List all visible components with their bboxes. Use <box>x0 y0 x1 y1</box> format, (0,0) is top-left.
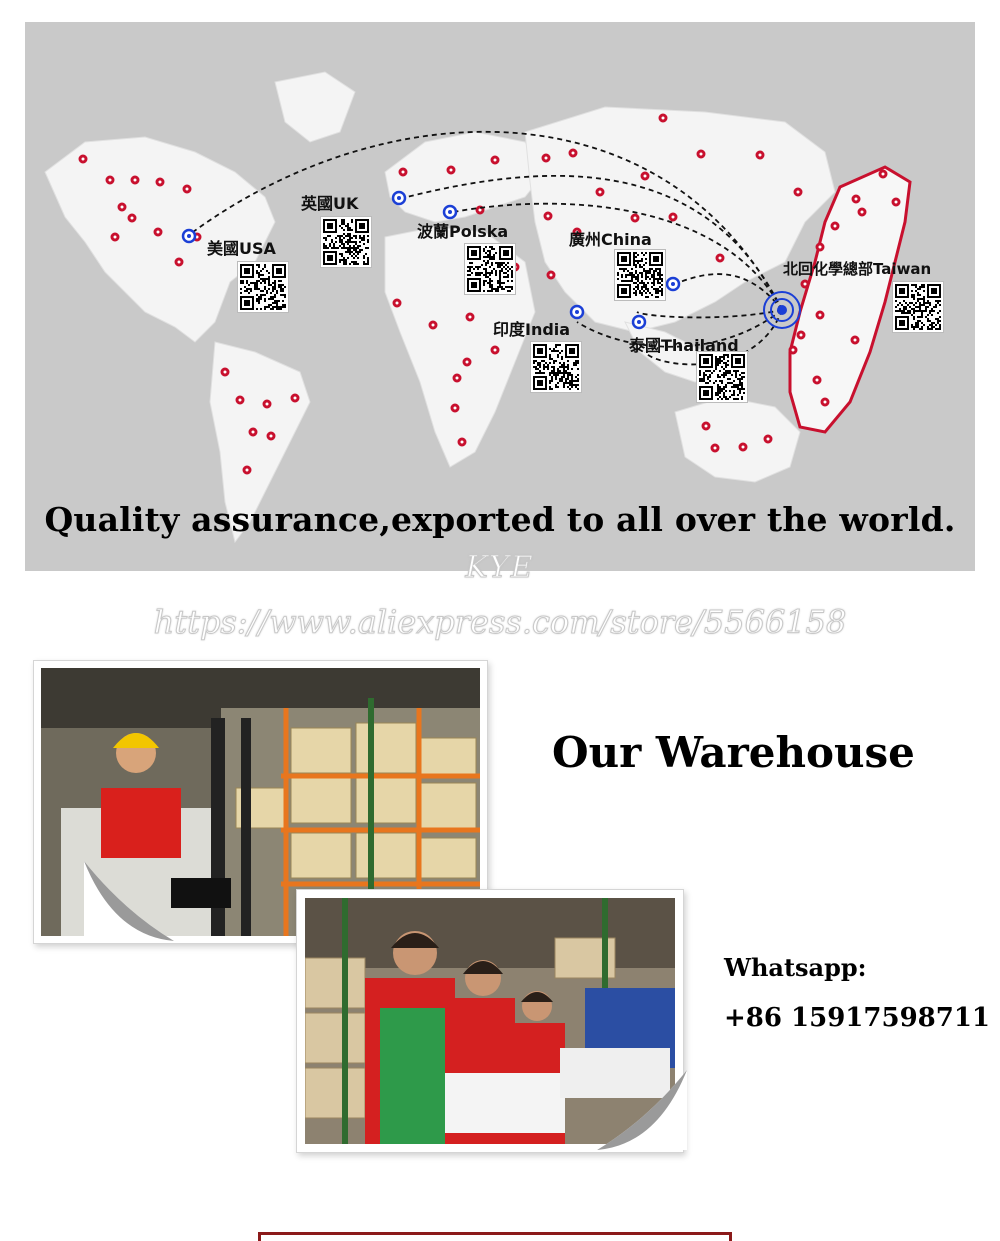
location-label-thailand: 泰國Thailand <box>629 336 739 355</box>
qr-code-usa <box>238 262 288 312</box>
location-label-india: 印度India <box>493 320 571 339</box>
location-label-polska: 波蘭Polska <box>417 222 509 241</box>
location-label-usa: 美國USA <box>207 239 276 258</box>
europe <box>384 131 546 223</box>
map-caption: Quality assurance,exported to all over t… <box>44 500 956 539</box>
qr-code-china <box>615 250 665 300</box>
qr-code-uk <box>321 217 371 267</box>
bottom-section-border <box>258 1232 732 1241</box>
warehouse-packing-photo <box>305 898 675 1144</box>
south-america <box>209 341 311 544</box>
qr-code-polska <box>465 244 515 294</box>
whatsapp-label: Whatsapp: <box>724 953 867 982</box>
location-label-uk: 英國UK <box>301 194 359 213</box>
hub-markers <box>181 190 801 330</box>
page-curl-icon-2 <box>597 1070 687 1150</box>
world-map <box>44 71 912 544</box>
world-map-panel: 美國USA 英國UK 波蘭Polska 廣州China 北回化學總部Taiwan… <box>25 22 975 571</box>
qr-code-taiwan <box>893 282 943 332</box>
store-url-watermark: https://www.aliexpress.com/store/5566158 <box>153 603 847 642</box>
page-curl-icon <box>84 861 174 941</box>
warehouse-photo-frame-2 <box>296 889 687 1153</box>
brand-watermark: KYE <box>465 550 535 586</box>
north-america <box>44 136 276 343</box>
whatsapp-number: +86 15917598711 <box>724 1003 991 1033</box>
qr-code-india <box>531 342 581 392</box>
location-label-china: 廣州China <box>569 230 652 249</box>
asia <box>524 106 836 333</box>
australia <box>674 396 801 483</box>
warehouse-title: Our Warehouse <box>552 728 915 777</box>
qr-code-thailand <box>697 352 747 402</box>
greenland <box>274 71 356 143</box>
location-dots <box>78 113 901 475</box>
location-label-taiwan: 北回化學總部Taiwan <box>783 260 932 278</box>
